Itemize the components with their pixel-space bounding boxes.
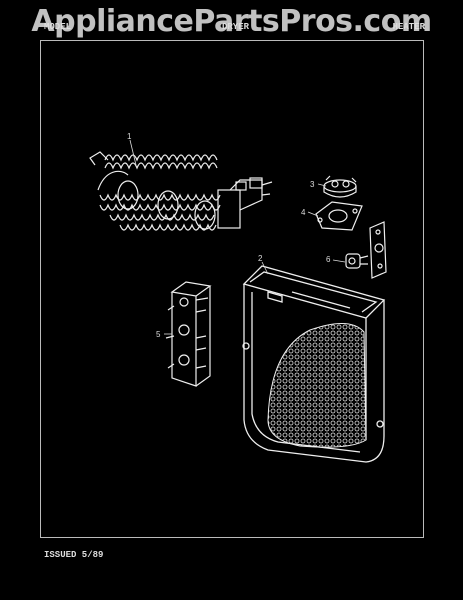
callout-3: 3 xyxy=(310,180,315,189)
callout-5: 5 xyxy=(156,330,161,339)
header-description: DRYER xyxy=(222,22,250,32)
thermostat-mounting-plate[interactable] xyxy=(315,201,363,231)
callout-6: 6 xyxy=(326,255,331,264)
heating-element-coil[interactable] xyxy=(89,151,273,231)
diagram-frame xyxy=(40,40,424,538)
callout-1: 1 xyxy=(127,132,132,141)
site-watermark: AppliancePartsPros.com xyxy=(31,4,432,39)
issue-date: ISSUED 5/89 xyxy=(44,550,104,560)
callout-4: 4 xyxy=(301,208,306,217)
callout-2: 2 xyxy=(258,254,263,263)
header-model: MODEL xyxy=(44,22,72,32)
thermostat-bracket[interactable] xyxy=(369,221,387,279)
terminal-block[interactable] xyxy=(165,281,212,387)
high-limit-thermostat[interactable] xyxy=(323,175,357,198)
header-section: HEATER xyxy=(392,22,425,32)
perforated-heater-panel xyxy=(267,323,367,448)
thermal-fuse[interactable] xyxy=(345,253,369,269)
